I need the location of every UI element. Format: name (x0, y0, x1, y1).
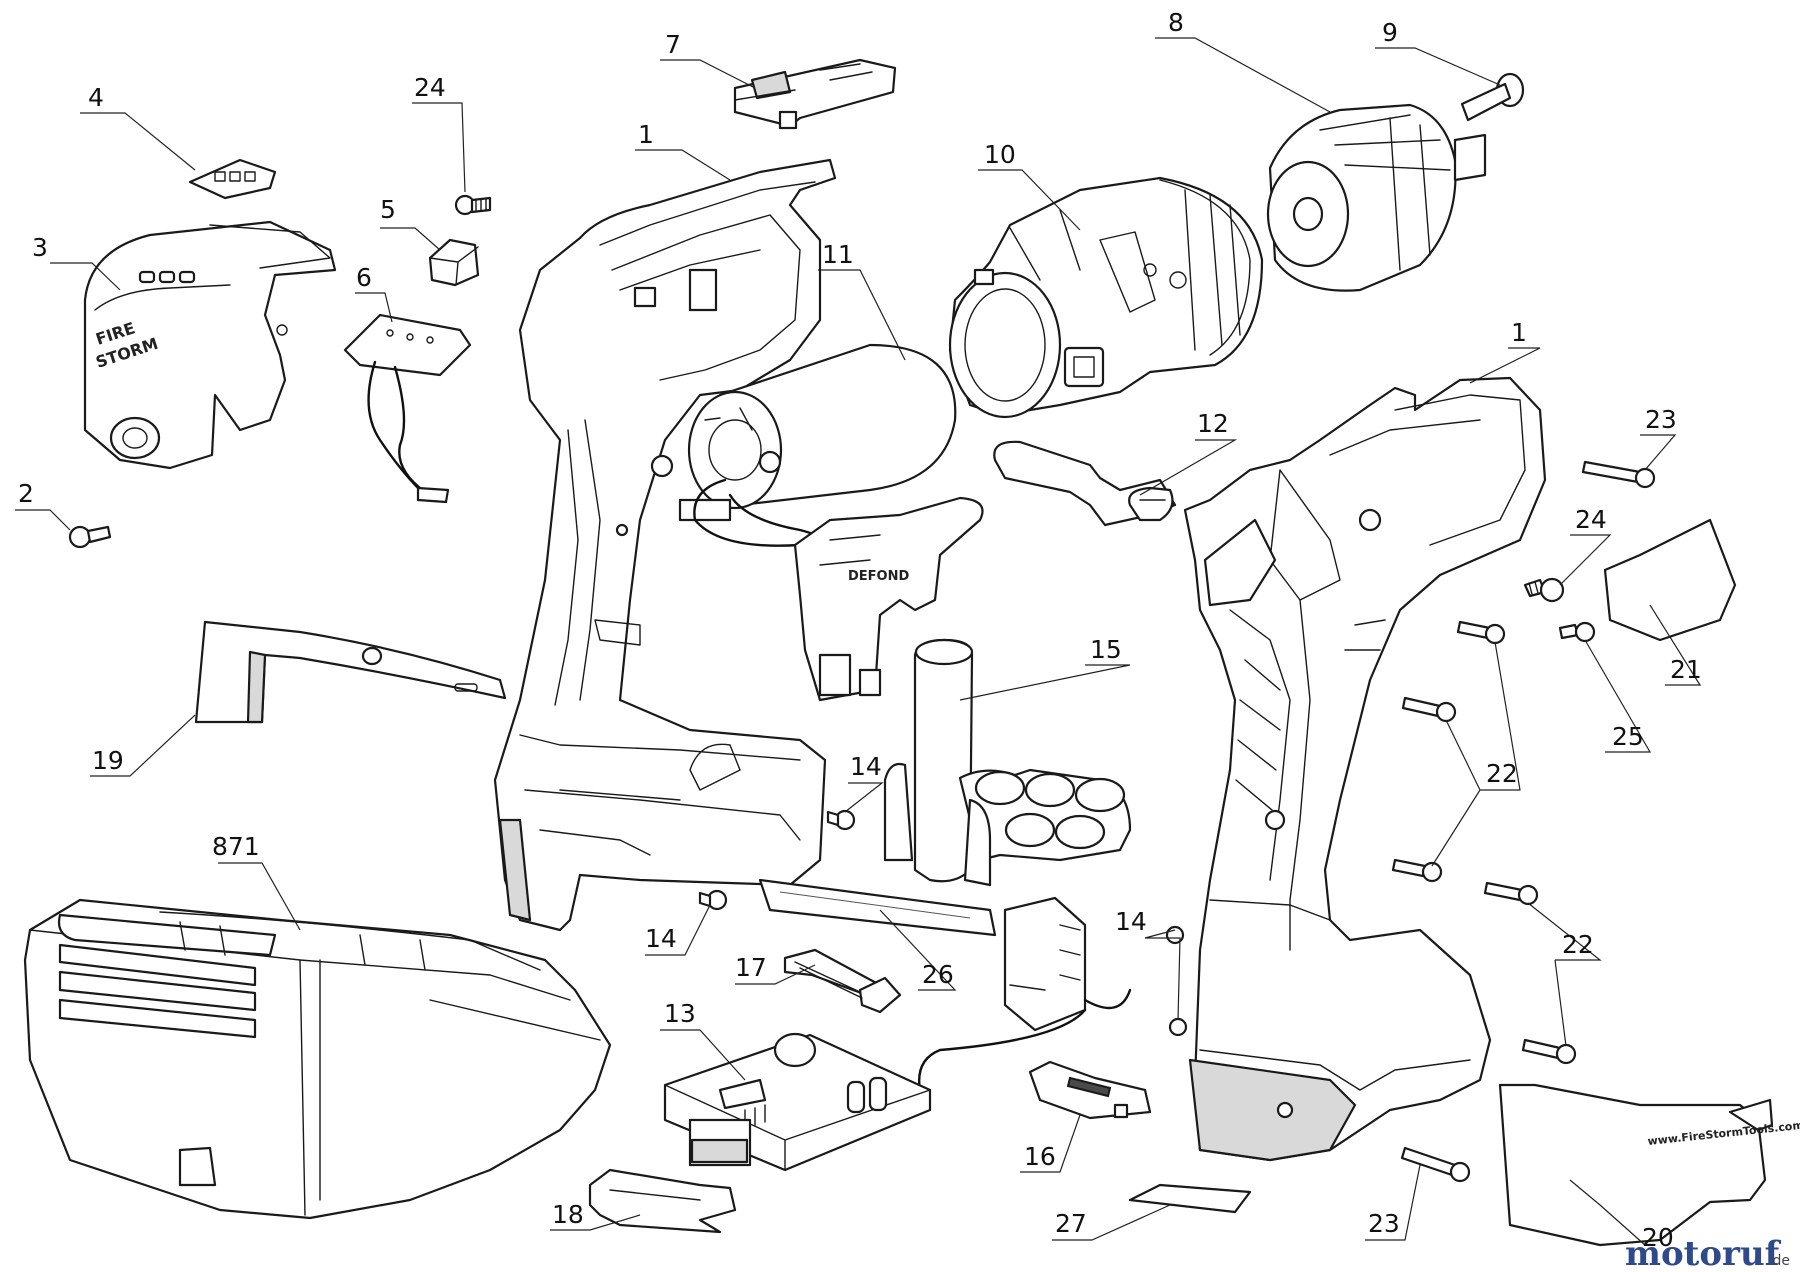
part-number-labels: 1 1 2 3 4 5 6 7 8 9 10 11 12 13 14 14 14… (18, 8, 1702, 1252)
watermark-name: motoruf (1625, 1234, 1782, 1272)
label-part-22-upper: 22 (1486, 759, 1518, 788)
part-8-chuck (1266, 103, 1487, 292)
part-16-lock-tab (1028, 1060, 1152, 1120)
label-part-21: 21 (1670, 655, 1702, 684)
label-part-3: 3 (32, 233, 48, 262)
part-1-housing-right (1183, 376, 1547, 1162)
part-7-switch-slider (733, 58, 897, 130)
label-part-23-upper: 23 (1645, 405, 1677, 434)
part-9-chuck-screw (1460, 72, 1525, 122)
label-part-19: 19 (92, 746, 124, 775)
part-22-screw-e (1521, 1038, 1577, 1065)
part-25-screw (1558, 621, 1596, 643)
label-part-8: 8 (1168, 8, 1184, 37)
trigger-switch: DEFOND (793, 496, 984, 702)
part-14-screw-b (698, 889, 728, 911)
label-part-25: 25 (1612, 722, 1644, 751)
label-part-5: 5 (380, 195, 396, 224)
part-22-screw-c (1391, 858, 1443, 883)
label-part-22-lower: 22 (1562, 930, 1594, 959)
label-part-13: 13 (664, 999, 696, 1028)
label-part-24-top: 24 (414, 73, 446, 102)
label-part-17: 17 (735, 953, 767, 982)
part-13-charger-pcb (663, 1032, 932, 1172)
part-27-label (1128, 1183, 1252, 1214)
label-part-9: 9 (1382, 18, 1398, 47)
part-19-belt-clip (194, 620, 507, 724)
part-18-latch (588, 1168, 737, 1234)
part-2-screw (68, 525, 112, 549)
label-part-23-lower: 23 (1368, 1209, 1400, 1238)
part-4-indicator-label (188, 158, 277, 200)
part-23-screw-lower (1400, 1146, 1471, 1183)
part-5-block (428, 238, 480, 287)
label-part-4: 4 (88, 83, 104, 112)
label-part-11: 11 (822, 240, 854, 269)
part-22-screw-a (1456, 620, 1506, 645)
part-22-screw-b (1401, 696, 1457, 723)
label-part-6: 6 (356, 263, 372, 292)
motoruf-watermark: motoruf .de (1625, 1234, 1790, 1272)
label-part-26: 26 (922, 960, 954, 989)
label-part-7: 7 (665, 30, 681, 59)
part-15-battery-pack (883, 638, 1132, 887)
label-part-20: 20 (1642, 1223, 1674, 1252)
label-part-871: 871 (212, 832, 260, 861)
label-part-15: 15 (1090, 635, 1122, 664)
part-21-side-label (1603, 518, 1737, 642)
label-part-1-left: 1 (638, 120, 654, 149)
part-6-led-board (343, 313, 472, 504)
part-11-motor (678, 343, 957, 562)
part-14-screw-c (1165, 925, 1188, 1037)
part-23-screw-upper (1581, 460, 1656, 489)
switch-brand-text: DEFOND (848, 569, 909, 584)
part-14-screw-a (826, 809, 856, 831)
label-part-18: 18 (552, 1200, 584, 1229)
label-part-27: 27 (1055, 1209, 1087, 1238)
part-12-bracket (993, 440, 1177, 527)
label-part-16: 16 (1024, 1142, 1056, 1171)
part-22-screw-d (1483, 881, 1539, 906)
part-24-screw-top (454, 194, 492, 216)
label-part-24-right: 24 (1575, 505, 1607, 534)
part-20-base-trim: www.FireStormTools.com (1498, 1083, 1800, 1247)
terminal-board (918, 896, 1132, 1092)
watermark-tld: .de (1768, 1253, 1790, 1269)
part-3-top-cover: FIRE STORM (83, 220, 337, 470)
part-871-charger-base (23, 898, 612, 1220)
part-10-gearbox (948, 176, 1264, 419)
part-26-insulation-sheet (758, 878, 997, 937)
label-part-10: 10 (984, 140, 1016, 169)
label-part-1-right: 1 (1511, 318, 1527, 347)
label-part-12: 12 (1197, 409, 1229, 438)
part-17-connector (783, 948, 902, 1014)
part-1-housing-left (493, 158, 837, 932)
label-part-14-b: 14 (645, 924, 677, 953)
label-part-2: 2 (18, 479, 34, 508)
label-part-14-a: 14 (850, 752, 882, 781)
label-part-14-c: 14 (1115, 907, 1147, 936)
leader-lines (15, 37, 1702, 1246)
part-24-screw-right (1523, 577, 1565, 603)
